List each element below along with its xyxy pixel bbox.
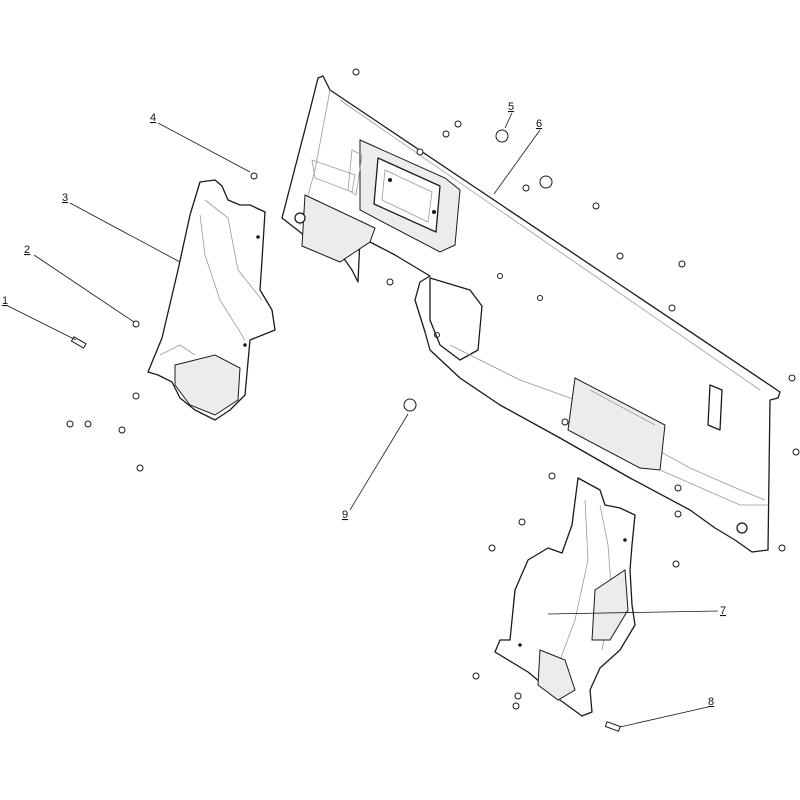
callout-labels: 1 2 3 4 5 6 7 8 9 bbox=[2, 101, 726, 708]
callout-5: 5 bbox=[508, 101, 514, 113]
clip bbox=[522, 184, 530, 192]
callout-3: 3 bbox=[62, 192, 68, 204]
grommet bbox=[403, 398, 417, 412]
callout-2: 2 bbox=[24, 244, 30, 256]
clip bbox=[416, 148, 424, 156]
clip bbox=[792, 448, 800, 456]
fasteners bbox=[66, 68, 800, 732]
clip bbox=[136, 464, 144, 472]
callout-7: 7 bbox=[720, 605, 726, 617]
clip bbox=[592, 202, 600, 210]
clip bbox=[352, 68, 360, 76]
leader-lines bbox=[7, 112, 719, 728]
clip bbox=[678, 260, 686, 268]
callout-1: 1 bbox=[2, 295, 8, 307]
clip bbox=[616, 252, 624, 260]
callout-4: 4 bbox=[150, 112, 156, 124]
rear-trim-panel bbox=[281, 75, 781, 553]
clip bbox=[674, 510, 682, 518]
clip bbox=[788, 374, 796, 382]
clip bbox=[512, 702, 520, 710]
clip bbox=[548, 472, 556, 480]
clip bbox=[442, 130, 450, 138]
clip bbox=[668, 304, 676, 312]
clip bbox=[84, 420, 92, 428]
grommet bbox=[495, 129, 509, 143]
clip bbox=[118, 426, 126, 434]
clip bbox=[778, 544, 786, 552]
clip bbox=[132, 320, 140, 328]
left-side-trim bbox=[147, 179, 276, 421]
grommet bbox=[539, 175, 553, 189]
clip bbox=[518, 518, 526, 526]
clip bbox=[672, 560, 680, 568]
clip bbox=[472, 672, 480, 680]
clip bbox=[66, 420, 74, 428]
clip bbox=[386, 278, 394, 286]
clip bbox=[488, 544, 496, 552]
right-side-trim bbox=[494, 477, 636, 717]
screw bbox=[604, 721, 621, 732]
clip bbox=[454, 120, 462, 128]
clip bbox=[250, 172, 258, 180]
callout-6: 6 bbox=[536, 118, 542, 130]
callout-9: 9 bbox=[342, 509, 348, 521]
clip bbox=[514, 692, 522, 700]
clip bbox=[132, 392, 140, 400]
callout-8: 8 bbox=[708, 696, 714, 708]
